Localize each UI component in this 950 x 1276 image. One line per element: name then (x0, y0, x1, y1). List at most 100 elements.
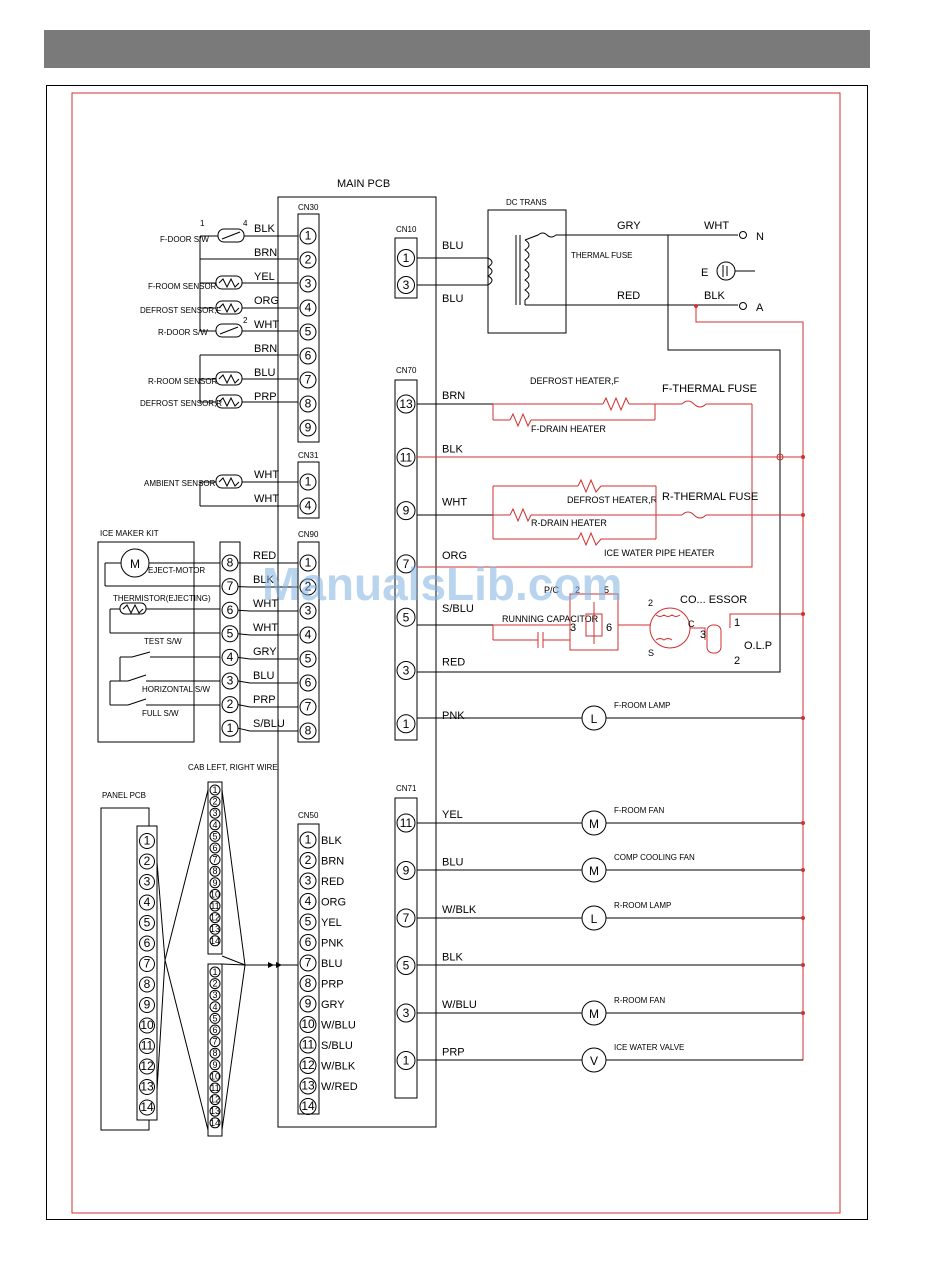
load-label: ICE WATER VALVE (614, 1043, 684, 1052)
cn30-wire-label: ORG (254, 295, 279, 307)
harness-pin-number: 13 (210, 1106, 220, 1116)
cn50-pin-number: 14 (301, 1099, 315, 1113)
horizontal-switch-icon (127, 674, 147, 682)
icemaker-pin-circle (221, 696, 239, 714)
panel-pin-circle (139, 1017, 155, 1034)
cn50-pin-circle (299, 1057, 317, 1074)
olp-icon (706, 624, 722, 654)
cn71-label: CN71 (396, 784, 417, 793)
cn90-wire-label: PRP (253, 694, 276, 706)
test-switch-icon (131, 651, 151, 658)
harness-pin-number: 4 (212, 1002, 217, 1012)
cn30-wire-label: BLK (254, 223, 275, 235)
olp-pin-2: 2 (734, 655, 740, 667)
harness-pin-circle (209, 1105, 221, 1117)
panel-pin-number: 8 (144, 977, 151, 991)
cn70-pin-number: 5 (403, 610, 410, 624)
ptc-pin-3: 3 (570, 622, 576, 634)
harness-pin-circle (209, 888, 221, 900)
cn71-wire-label: W/BLU (442, 999, 477, 1011)
cn30-wire-label: BLU (254, 367, 275, 379)
cn10-pin-number: 3 (403, 278, 410, 292)
cn71-wire-label: YEL (442, 809, 463, 821)
bus-junction (801, 868, 805, 872)
harness-pin-number: 7 (212, 1037, 217, 1047)
icemaker-pin-circle (221, 554, 239, 572)
harness-pin-circle (209, 1036, 221, 1048)
harness-a (207, 781, 223, 955)
r-door-sw-pin2: 2 (243, 316, 248, 325)
panel-pin-circle (139, 874, 155, 890)
cn30-label: CN30 (298, 203, 319, 212)
harness-pin-circle (209, 807, 221, 819)
cn70-pin-circle (396, 501, 416, 521)
cn50-pin-circle (299, 893, 317, 910)
ptc-pin-6: 6 (606, 622, 612, 634)
defrost-heater-r-icon (577, 478, 602, 494)
bus-junction (801, 963, 805, 967)
ptc-label: P/C (544, 585, 560, 595)
harness-pin-number: 10 (210, 1071, 220, 1081)
bus-junction (801, 716, 805, 720)
panel-pin-circle (139, 976, 155, 993)
cn31-wire-label: WHT (254, 493, 279, 505)
cn10-label: CN10 (396, 225, 417, 234)
cn90-pin-number: 3 (305, 604, 312, 618)
full-switch-icon (127, 698, 147, 706)
panel-pin-number: 3 (144, 874, 151, 888)
harness-pin-number: 12 (210, 913, 220, 923)
panel-pin-number: 5 (144, 915, 151, 929)
cn30-pin-circle (299, 347, 317, 365)
bus-junction (694, 304, 698, 308)
f-room-sensor-label: F-ROOM SENSOR (148, 282, 217, 291)
cn31-pins: 14 (299, 473, 317, 515)
harness-pin-number: 11 (210, 1083, 219, 1093)
panel-pin-number: 1 (144, 833, 151, 847)
inner-border (71, 92, 841, 1214)
cn10-wire-1: BLU (442, 240, 463, 252)
harness-pin-number: 3 (212, 808, 217, 818)
cn70-pin-circle (396, 661, 416, 680)
cn50-wire-label: BRN (321, 856, 344, 868)
harness-pin-circle (209, 1070, 221, 1082)
thermal-fuse-label: THERMAL FUSE (571, 251, 633, 260)
cn50-pin-number: 4 (305, 894, 312, 908)
load-symbol: L (591, 912, 598, 926)
harness-pin-number: 3 (212, 990, 217, 1000)
cn50-pin-circle (299, 1077, 317, 1095)
harness-pin-number: 14 (210, 936, 220, 946)
cn90-wire (237, 656, 298, 660)
ptc-box (569, 593, 619, 651)
harness-pin-circle (209, 842, 221, 854)
terminal-a-icon (739, 302, 747, 310)
dc-trans-label: DC TRANS (506, 198, 547, 207)
cn50-pin-circle (299, 934, 317, 951)
cn50-pin-circle (299, 913, 317, 931)
cn10-connector (394, 237, 418, 299)
cn30-pin-circle (299, 227, 317, 245)
cab-wire-label: CAB LEFT, RIGHT WIRE (188, 763, 278, 772)
cn71-pin-number: 9 (403, 864, 410, 878)
load-label: F-ROOM LAMP (614, 701, 670, 710)
cn30-wire-label: YEL (254, 271, 275, 283)
cn90-wire (237, 704, 298, 708)
cn71-pin-circle (396, 956, 416, 975)
icemaker-pin-number: 1 (227, 721, 234, 735)
cn90-wire-label: WHT (253, 622, 278, 634)
bus-junction (801, 513, 805, 517)
cn90-lines (237, 562, 298, 732)
cn70-pin-number: 7 (403, 557, 410, 571)
cn30-pin-circle (299, 395, 317, 413)
cn30-pin-circle (299, 299, 317, 317)
panel-pin-circle (139, 1079, 155, 1095)
cn50-pin-circle (299, 954, 317, 972)
panel-pin-circle (139, 1099, 155, 1116)
cn70-pin-circle (396, 607, 416, 627)
r-drain-heater-label: R-DRAIN HEATER (531, 518, 607, 528)
full-sw-label: FULL S/W (142, 709, 179, 718)
